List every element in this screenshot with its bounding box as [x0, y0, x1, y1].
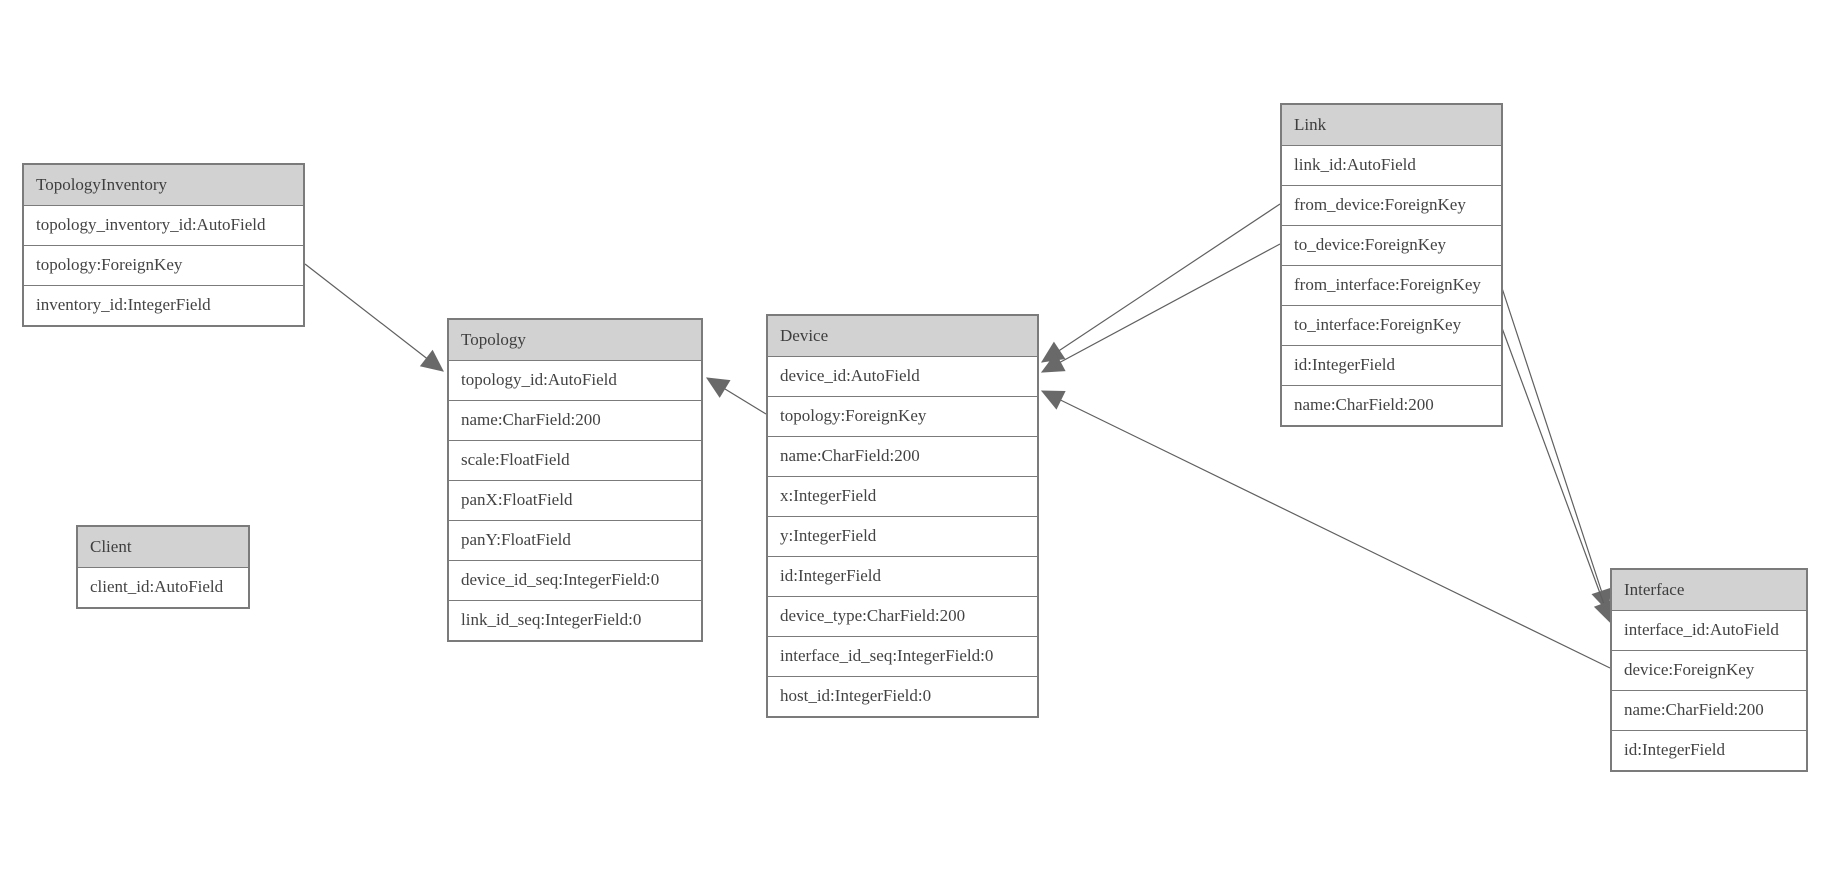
table-title-topology: Topology: [449, 320, 701, 360]
table-field-row: panX:FloatField: [449, 480, 701, 520]
table-field-row: topology:ForeignKey: [768, 396, 1037, 436]
table-field-row: id:IntegerField: [1282, 345, 1501, 385]
table-field-row: scale:FloatField: [449, 440, 701, 480]
relation-line-link-from-interface: [1501, 287, 1612, 613]
relation-line-interface-device: [1040, 390, 1611, 669]
table-field-row: y:IntegerField: [768, 516, 1037, 556]
table-field-row: link_id_seq:IntegerField:0: [449, 600, 701, 640]
table-title-link: Link: [1282, 105, 1501, 145]
table-field-row: device:ForeignKey: [1612, 650, 1806, 690]
table-field-row: from_device:ForeignKey: [1282, 185, 1501, 225]
table-field-row: host_id:IntegerField:0: [768, 676, 1037, 716]
table-field-row: device_type:CharField:200: [768, 596, 1037, 636]
table-field-row: id:IntegerField: [768, 556, 1037, 596]
table-field-row: topology_id:AutoField: [449, 360, 701, 400]
table-field-row: name:CharField:200: [768, 436, 1037, 476]
table-field-row: from_interface:ForeignKey: [1282, 265, 1501, 305]
table-field-row: topology_inventory_id:AutoField: [24, 205, 303, 245]
table-field-row: panY:FloatField: [449, 520, 701, 560]
table-field-row: device_id_seq:IntegerField:0: [449, 560, 701, 600]
table-field-row: interface_id:AutoField: [1612, 610, 1806, 650]
relation-line-link-from-device: [1041, 203, 1281, 363]
table-field-row: topology:ForeignKey: [24, 245, 303, 285]
table-title-client: Client: [78, 527, 248, 567]
table-field-row: name:CharField:200: [1612, 690, 1806, 730]
relation-line-topologyinventory-topology: [304, 263, 444, 372]
table-field-row: id:IntegerField: [1612, 730, 1806, 770]
table-title-topologyinventory: TopologyInventory: [24, 165, 303, 205]
table-field-row: to_interface:ForeignKey: [1282, 305, 1501, 345]
table-field-row: name:CharField:200: [1282, 385, 1501, 425]
table-field-row: client_id:AutoField: [78, 567, 248, 607]
relation-line-device-topology: [705, 377, 767, 415]
table-title-device: Device: [768, 316, 1037, 356]
relation-line-link-to-device: [1040, 243, 1281, 373]
relation-line-link-to-interface: [1501, 327, 1614, 625]
table-field-row: link_id:AutoField: [1282, 145, 1501, 185]
table-field-row: interface_id_seq:IntegerField:0: [768, 636, 1037, 676]
table-field-row: to_device:ForeignKey: [1282, 225, 1501, 265]
table-field-row: x:IntegerField: [768, 476, 1037, 516]
table-field-row: name:CharField:200: [449, 400, 701, 440]
table-field-row: inventory_id:IntegerField: [24, 285, 303, 325]
table-field-row: device_id:AutoField: [768, 356, 1037, 396]
table-title-interface: Interface: [1612, 570, 1806, 610]
